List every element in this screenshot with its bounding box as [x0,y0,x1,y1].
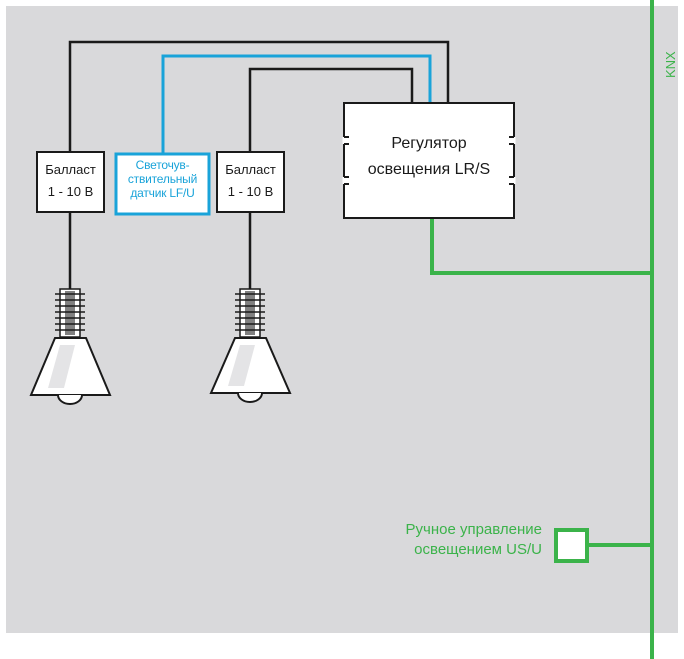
lamp-left-icon [29,288,112,405]
manual-control-line1: Ручное управление [405,521,543,538]
regulator-line1: Регулятор [391,135,467,152]
sensor-line1: Светочув- [135,158,190,172]
knx-bus-label: KNX [663,51,678,78]
regulator-bus-wire [430,218,652,275]
ballast-left-box [36,151,105,213]
ballast-right-label: Балласт 1 - 10 В [217,162,284,199]
sensor-box [114,152,211,216]
regulator-line2: освещения LR/S [367,160,491,178]
manual-control-label: Ручное управление освещением US/U [340,520,543,561]
regulator-label: Регулятор освещения LR/S [344,131,514,182]
wire-left-ballast [68,40,450,152]
wire-right-ballast [248,67,414,152]
ballast-left-label: Балласт 1 - 10 В [37,162,104,199]
ballast-right-box [216,151,285,213]
regulator-notches [342,137,516,184]
manual-control-box [554,528,589,563]
sensor-wire [161,54,432,154]
ballast-left-line1: Балласт [45,162,96,177]
regulator-notch-ticks [344,136,514,185]
sensor-line2: ствительный [127,171,198,186]
ballast-right-line1: Балласт [225,162,276,177]
regulator-box [343,102,515,219]
lamp-right-icon [209,288,292,403]
sensor-line3: датчик LF/U [130,185,195,200]
ballast-left-line2: 1 - 10 В [47,183,94,199]
ballast-right-line2: 1 - 10 В [227,183,274,199]
manual-control-line2: освещением US/U [414,541,542,559]
sensor-label: Светочув- ствительный датчик LF/U [116,158,209,200]
